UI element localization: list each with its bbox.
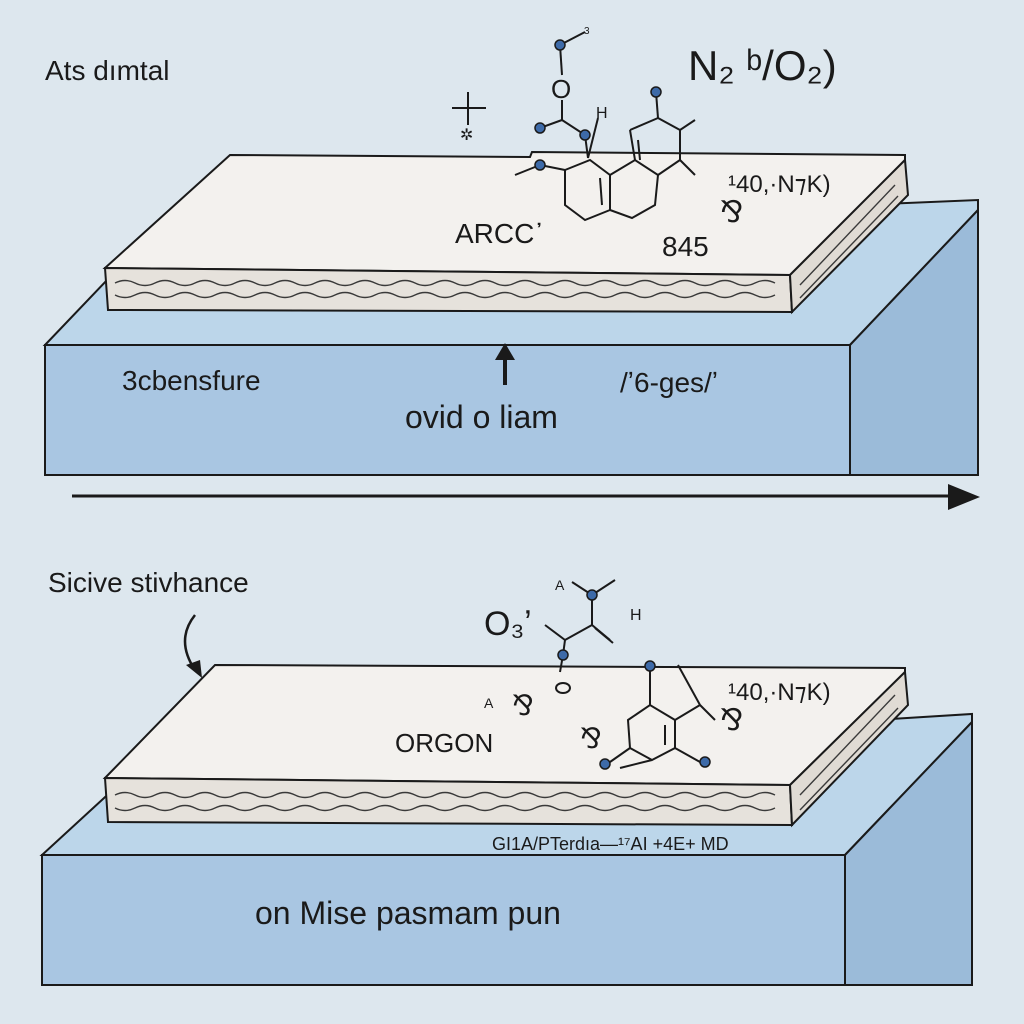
top-panel: O H 3 ✲ Ats dımtal N₂ ᵇ/O₂) ARCC᾿ 845 ¹4… [42, 26, 979, 476]
top-molecule-atoms [534, 39, 662, 171]
top-star-mark: ✲ [460, 125, 473, 144]
top-slab-front-face [103, 266, 794, 314]
top-molecule-h-label: H [596, 105, 608, 122]
bottom-edge-label: GI1A/PTerdıa—¹⁷AI +4E+ MD [492, 834, 729, 854]
bottom-slab-front-face [103, 776, 794, 827]
top-panel-title: Ats dımtal [45, 55, 169, 86]
bottom-formula: O₃ʼ [484, 605, 532, 643]
top-number-label: 845 [662, 231, 709, 262]
bottom-scribble-mid: ⅋ [580, 722, 602, 755]
bottom-substrate-front-face [41, 854, 846, 986]
top-side-formula: ¹40,·N⁊K) [728, 171, 831, 198]
top-substrate-side-face [849, 207, 979, 476]
bottom-molecule-label: ORGON [395, 728, 493, 758]
bottom-curved-arrow [183, 614, 202, 678]
top-substrate-left-label: 3cbensfure [122, 365, 261, 396]
top-substrate-right-label: /ʼ6-ges/ʼ [620, 367, 718, 398]
bottom-scribble-left: ⅋ [512, 689, 534, 722]
bottom-molecule [544, 579, 716, 769]
top-molecule-o-label: O [551, 74, 571, 104]
bottom-panel-title: Sicive stivhance [48, 567, 249, 598]
process-arrow [72, 484, 980, 510]
bottom-small-ring [555, 682, 571, 694]
bottom-substrate-center-label: on Mise pasmam pun [255, 895, 561, 931]
bottom-scribble-right: ⅋ [720, 703, 743, 738]
top-scribble-mark: ⅋ [720, 195, 743, 230]
top-slab-texture [114, 184, 899, 299]
top-substrate-front-face [44, 344, 851, 476]
top-formula: N₂ ᵇ/O₂) [688, 42, 837, 89]
top-slab-side-face [788, 157, 910, 315]
bottom-molecule-a-label: A [555, 577, 565, 593]
bottom-molecule-atoms [557, 589, 711, 770]
top-up-arrow [495, 343, 515, 385]
bottom-molecule-h-label: H [630, 607, 642, 624]
bottom-slab-texture [114, 694, 899, 812]
top-molecule-label: ARCC᾿ [455, 218, 544, 249]
top-substrate-center-label: ovid o liam [405, 399, 558, 435]
bottom-slab-side-face [788, 669, 910, 828]
bottom-substrate-side-face [844, 719, 973, 986]
top-corner-digit: 3 [584, 26, 590, 37]
bottom-panel: A H A ⅋ ⅋ ⅋ Sicive stivhance O₃ʼ ORGON ¹… [39, 567, 973, 986]
top-molecule [452, 31, 696, 222]
bottom-side-formula: ¹40,·N⁊K) [728, 679, 831, 706]
bottom-small-a-label: A [484, 695, 494, 711]
